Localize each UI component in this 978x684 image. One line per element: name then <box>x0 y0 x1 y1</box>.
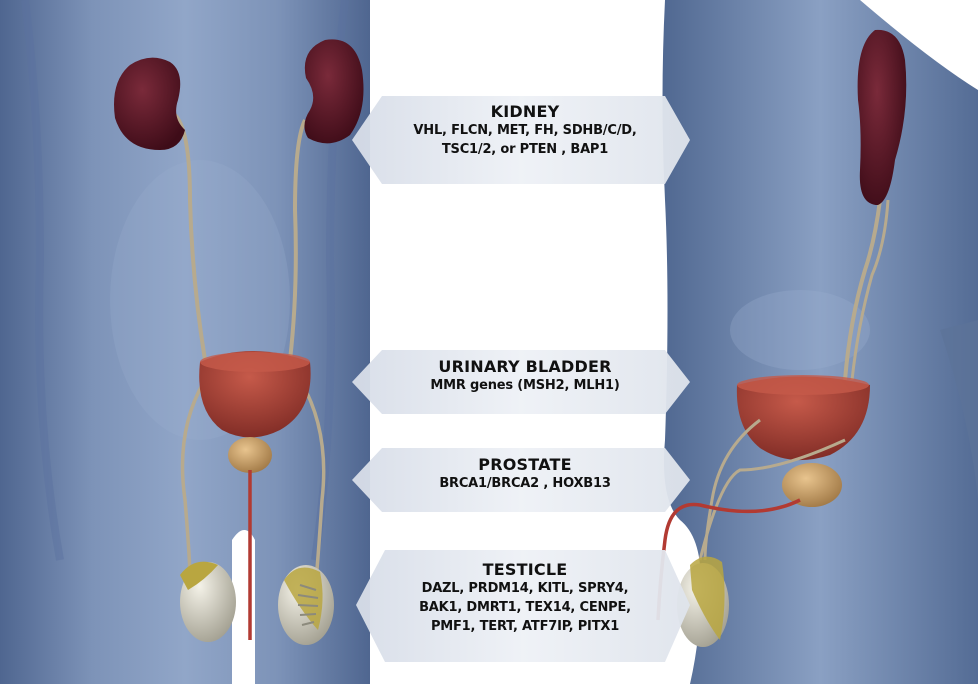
testicle-genes-line-1: DAZL, PRDM14, KITL, SPRY4, <box>380 579 670 598</box>
front-prostate <box>228 437 272 473</box>
bladder-label: URINARY BLADDER MMR genes (MSH2, MLH1) <box>380 357 670 395</box>
bladder-genes-line-1: MMR genes (MSH2, MLH1) <box>380 376 670 395</box>
testicle-label: TESTICLE DAZL, PRDM14, KITL, SPRY4, BAK1… <box>380 560 670 636</box>
testicle-title: TESTICLE <box>380 560 670 579</box>
side-prostate <box>782 463 842 507</box>
testicle-genes-line-3: PMF1, TERT, ATF7IP, PITX1 <box>380 617 670 636</box>
kidney-label: KIDNEY VHL, FLCN, MET, FH, SDHB/C/D, TSC… <box>380 102 670 159</box>
kidney-genes-line-1: VHL, FLCN, MET, FH, SDHB/C/D, <box>380 121 670 140</box>
prostate-title: PROSTATE <box>380 455 670 474</box>
testicle-genes-line-2: BAK1, DMRT1, TEX14, CENPE, <box>380 598 670 617</box>
bladder-title: URINARY BLADDER <box>380 357 670 376</box>
front-testicle-left <box>180 562 236 642</box>
kidney-genes-line-2: TSC1/2, or PTEN , BAP1 <box>380 140 670 159</box>
kidney-title: KIDNEY <box>380 102 670 121</box>
prostate-label: PROSTATE BRCA1/BRCA2 , HOXB13 <box>380 455 670 493</box>
prostate-genes-line-1: BRCA1/BRCA2 , HOXB13 <box>380 474 670 493</box>
front-testicle-right <box>278 565 334 645</box>
